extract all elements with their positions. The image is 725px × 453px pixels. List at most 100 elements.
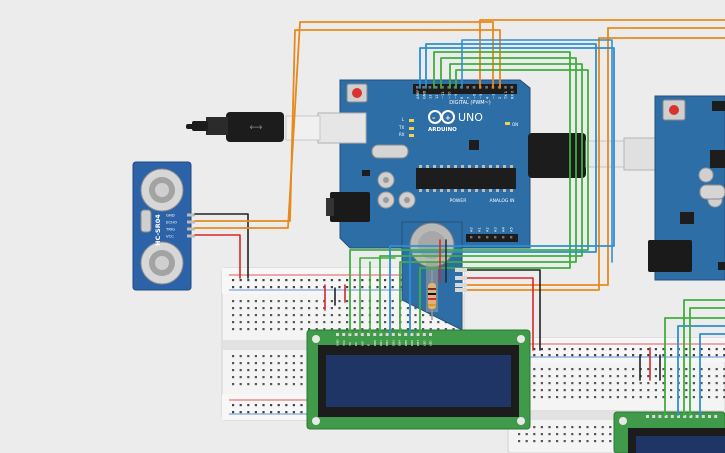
analog-pin-label: A0 [470,227,474,232]
lcd-pin[interactable] [373,333,377,336]
usb-port [317,112,367,144]
lcd-pin[interactable] [367,333,370,336]
sensor-pin[interactable] [187,213,195,217]
analog-header-label: ANALOG IN [489,198,514,204]
sensor-pin[interactable] [187,220,195,224]
onboard-leds: L TX RX ON [398,117,518,137]
lcd-pin-header[interactable] [336,333,432,336]
analog-pin[interactable] [494,236,497,239]
arduino-pin[interactable] [472,86,476,89]
arduino-pin[interactable] [447,86,451,89]
arduino-pin[interactable] [510,86,514,89]
lcd-pin[interactable] [360,333,364,336]
sensor-pin[interactable] [187,234,195,238]
resistor[interactable] [428,270,436,320]
lcd-pin[interactable] [404,333,408,336]
chip-pins [419,165,513,192]
lcd-pin[interactable] [342,333,346,336]
lcd-pin[interactable] [391,333,395,336]
arduino-uno-second[interactable] [648,95,725,281]
arduino-pin-label: 13 [429,94,433,99]
lcd-right-pin-header[interactable] [646,415,718,418]
lcd-pin[interactable] [422,333,426,336]
reset-button-second[interactable] [669,105,679,115]
jumper-wires[interactable] [194,19,725,416]
power-jack-second [648,240,692,272]
lcd-pin[interactable] [398,333,401,336]
lcd-16x2-right[interactable] [613,411,725,453]
analog-pin-label: A4 [502,227,506,232]
sensor-pin[interactable] [187,227,195,231]
sensor-model-label: HC-SR04 [154,214,162,246]
lcd-pin-label: DB6 [410,340,414,346]
led-label-l: L [402,117,405,122]
sensor-pin-labels: GND ECHO TRIG VCC [165,213,177,239]
sensor-pin-label: TRIG [165,227,175,232]
arduino-pin-label: ~5 [479,94,483,99]
arduino-pin-label: ~6 [473,93,477,99]
arduino-pin[interactable] [485,86,488,89]
analog-pin[interactable] [478,236,481,239]
arduino-pin-label: TX 1 [504,91,508,100]
arduino-pin[interactable] [441,86,444,89]
svg-text:⟷: ⟷ [250,123,263,133]
arduino-pin[interactable] [504,86,507,89]
analog-pin[interactable] [510,236,513,239]
analog-pin[interactable] [502,236,505,239]
analog-pin-label: A1 [478,227,482,232]
arduino-pin-label: 2 [498,97,502,99]
arduino-pin[interactable] [466,86,469,89]
power-header-label: POWER [450,198,467,204]
ultrasonic-sensor-hc-sr04[interactable]: HC-SR04 GND ECHO TRIG VCC [132,161,195,291]
arduino-pin-label: AREF [416,90,420,99]
lcd-pin[interactable] [354,333,358,336]
arduino-pin[interactable] [422,86,425,89]
arduino-pin[interactable] [428,86,432,89]
arduino-pin[interactable] [416,86,419,89]
lcd-pin-label: DB2 [385,340,389,346]
arduino-pin-label: ~11 [441,91,445,99]
led-label-tx: TX [398,125,404,130]
lcd-pin[interactable] [379,333,383,336]
lcd-pin[interactable] [385,333,389,336]
lcd-pin-label: DB7 [416,340,420,346]
sensor-pin-label: ECHO [166,220,177,225]
sensor-pin-header[interactable] [187,213,195,238]
lcd-pin[interactable] [416,333,420,336]
arduino-pin[interactable] [434,86,438,89]
lcd-pin[interactable] [348,333,352,336]
arduino-pin-label: 7 [466,97,470,99]
lcd-pin-label: GND [336,339,340,346]
lcd-pin-label: V0 [348,342,352,346]
lcd-pin[interactable] [429,333,432,336]
analog-pin[interactable] [486,236,489,239]
sensor-pin-label: GND [166,213,175,218]
lcd-pin-label: VCC [342,340,346,346]
lcd-screen [326,355,511,407]
lcd-pin-label: DB4 [398,340,402,346]
lcd-pin-label: RW [360,341,364,346]
arduino-pin[interactable] [453,86,457,89]
lcd-pin-label: DB5 [404,340,408,346]
arduino-pin-label: ~10 [448,91,452,99]
lcd-pin-label: DB3 [391,340,395,346]
reset-button[interactable] [352,88,362,98]
lcd-pin[interactable] [336,333,339,336]
analog-pin[interactable] [470,236,473,239]
lcd-pin-label: DB1 [379,340,383,346]
analog-pin-label: A3 [494,227,498,232]
lcd-pin-label: LED [429,340,433,346]
usb-cable-right[interactable] [528,133,657,178]
arduino-pin-label: GND [422,91,426,99]
sensor-pin-label: VCC [166,234,174,239]
usb-cable-left[interactable]: ⟷ [186,112,284,142]
arduino-pin-label: ~3 [492,94,496,99]
lcd-pin[interactable] [410,333,414,336]
arduino-pin-label: RX 0 [511,90,515,99]
power-jack [330,192,370,222]
